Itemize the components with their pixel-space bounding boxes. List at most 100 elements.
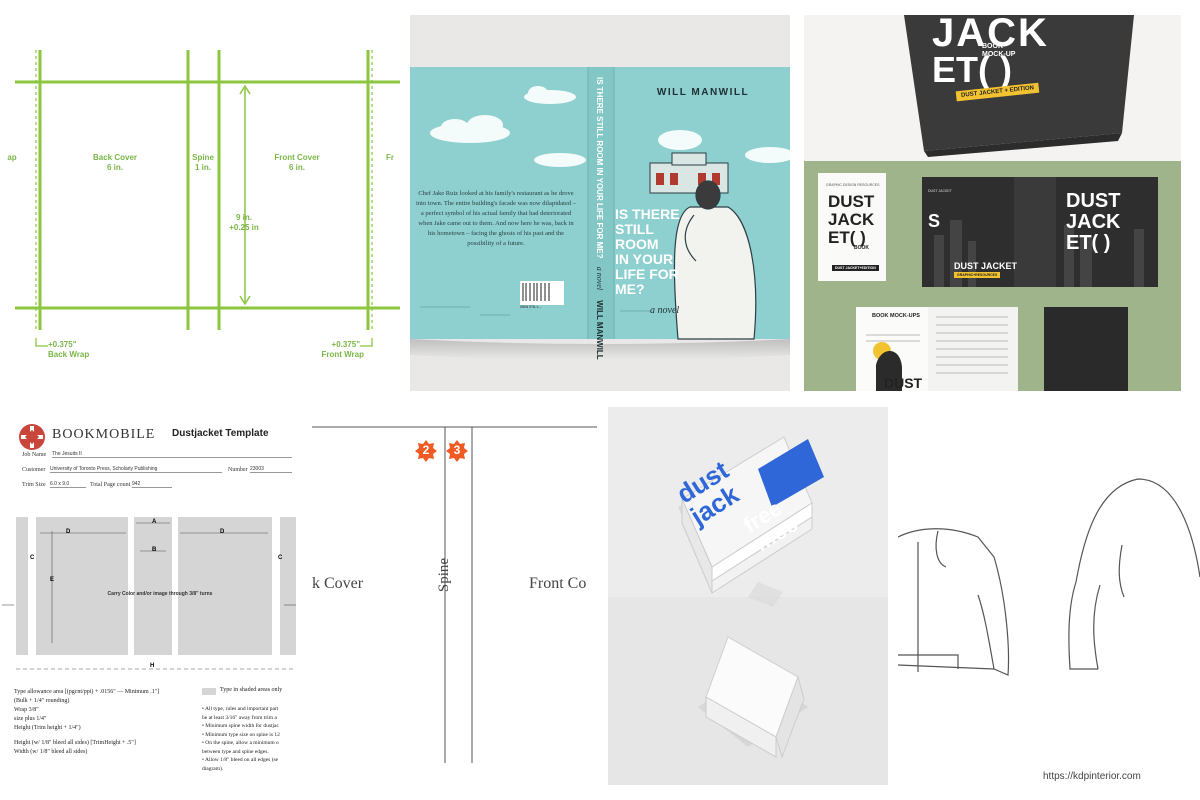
note-right-4: • Minimum type size on spine is 12 [202,731,280,738]
card-top-text: GRAPHIC DESIGN RESOURCES [826,183,880,187]
front-cover-label: Front Cover [274,153,320,162]
spread-caption: GRAPHIC+RESOURCES [954,272,1001,278]
dim-c-left: C [30,555,35,561]
front-cover-text: Front Co [529,575,587,592]
spine-title-text: IS THERE STILL ROOM IN YOUR LIFE FOR ME? [595,77,604,259]
front-cover-size: 6 in. [288,163,305,172]
spine-title: IS THERE STILL ROOM IN YOUR LIFE FOR ME?… [592,77,604,360]
back-cover-size: 6 in. [106,163,123,172]
card-line-3: ET( ) [828,228,866,247]
spread-line-3: ET( ) [1066,232,1111,254]
badge-2-label: 2 [422,443,430,457]
notes-left: Type allowance area [(pgcnt/ppi) + .0156… [14,688,204,757]
height-bleed-label: +0.25 in [229,223,259,232]
bookmobile-template-tile: BOOKMOBILE Dustjacket Template Job Name … [0,407,300,800]
card-book-label: BOOK [854,245,869,251]
spread-line-2: JACK [1066,211,1121,233]
title-line-3: ROOM [615,236,659,252]
dust-jacket-mockups-tile: JACK ET( ) BOOK MOCK-UP DUST JACKET + ED… [804,15,1181,391]
spine-sketch-tile: 2 3 k Cover Spine Front Co [312,407,597,787]
template-title: Dustjacket Template [172,428,269,439]
notes-right: • All type, rules and important part be … [202,705,300,773]
dim-a: A [152,519,157,525]
teal-jacket-photo-tile: WILL MANWILL IS THERE STILL ROOM IN YOUR… [410,15,790,391]
dim-d-right: D [220,529,225,535]
spine-lines [312,426,597,763]
front-title: IS THERE STILL ROOM IN YOUR LIFE FOR ME? [615,207,693,297]
number-label: Number [228,467,248,473]
front-wrap-size: +0.375" [331,340,360,349]
dim-b: B [152,547,157,553]
template-lines [15,50,400,347]
hero-brand-line-1: JACK [932,15,1049,55]
pages-label: Total Page count [90,482,131,488]
customer-value: University of Toronto Press, Scholarly P… [50,466,222,473]
note-left-4: size plus 1/4" [14,716,47,722]
spread-line-1: DUST [1066,190,1121,212]
title-line-1: IS THERE [615,206,680,222]
title-line-4: IN YOUR [615,251,674,267]
badge-3-icon [446,440,468,462]
badge-2-icon [415,440,437,462]
spine-label: Spine [192,153,214,162]
spread-side-text: DUST JACKET [928,189,952,193]
jacket-artwork [410,67,790,360]
dim-d-left: D [66,529,71,535]
title-line-6: ME? [615,281,645,297]
note-right-8: diagram). [202,765,224,772]
note-left-3: Wrap 3/8" [14,707,39,713]
carry-color-note: Carry Color and/or image through 3/8" tu… [107,591,213,597]
note-left-5: Height (Trim height + 1/4") [14,725,81,731]
spine-text: Spine [436,557,452,593]
template-diagram [2,517,296,670]
customer-label: Customer [22,467,46,473]
card-line-1: DUST [828,192,875,211]
badge-3-label: 3 [453,443,461,457]
shade-swatch [202,688,216,695]
number-value: 23003 [250,466,292,473]
note-right-5: • On the spine, allow a minimum o [202,740,279,746]
trim-label: Trim Size [22,482,46,488]
front-wrap-label: Front Wrap [321,350,364,359]
spine-size: 1 in. [194,163,211,172]
card-title: DUST JACK ET( ) [828,193,874,247]
job-label: Job Name [22,452,47,458]
spread-title: DUST JACK ET( ) [1066,191,1120,254]
mag-title: BOOK MOCK-UPS [872,313,920,319]
free-mockup-tile: dust jack free moc [608,407,888,785]
mockup-stacks [608,407,888,785]
note-right-2: be at least 3/16" away from trim a [202,714,277,721]
hoodie-sketch-tile: https://kdpinterior.com [898,407,1200,800]
flap-letter: S [928,211,941,231]
dim-e: E [50,577,55,583]
spread-small-title: DUST JACKET [954,261,1018,271]
shade-note: Type in shaded areas only [220,687,283,693]
back-blurb: Chef Jake Ruiz looked at his family's re… [416,190,576,247]
hoodie-outlines [898,478,1200,676]
title-line-5: LIFE FOR [615,266,679,282]
height-label: 9 in. [235,213,252,222]
title-line-2: STILL [615,221,654,237]
isbn-text: ISBN 978-1-... [520,305,543,309]
spine-author: WILL MANWILL [595,300,604,360]
mag-bottom-word: DUST [884,375,923,391]
note-right-7: • Allow 1/8" bleed on all edges (se [202,757,279,763]
note-left-7: Width (w/ 1/8" bleed all sides) [14,749,88,755]
hero-book-mockup: BOOK MOCK-UP [982,43,1016,58]
note-right-1: • All type, rules and important part [202,706,279,712]
hero-brand-line-2: ET( ) [932,49,1012,90]
note-left-6: Height (w/ 1/8" bleed all sides) [TrimHe… [14,740,136,746]
dustjacket-diagram-tile: ap Back Cover 6 in. Spine 1 in. Front Co… [0,0,400,400]
dim-c-right: C [278,555,283,561]
front-author: WILL MANWILL [656,87,750,98]
card-ribbon: DUST JACKET+EDITION [832,265,879,271]
back-cover-text: k Cover [312,575,364,592]
back-cover-label: Back Cover [92,153,138,162]
trim-value: 6.0 x 9.0 [50,481,86,488]
note-right-6: between type and spine edges. [202,748,269,755]
note-right-3: • Minimum spine width for dustjac [202,723,279,729]
job-value: The Jesuits II [52,451,292,458]
card-line-2: JACK [828,210,875,229]
bookmobile-logo-icon [19,424,45,450]
bookmobile-logo-text: BOOKMOBILE [52,427,156,442]
